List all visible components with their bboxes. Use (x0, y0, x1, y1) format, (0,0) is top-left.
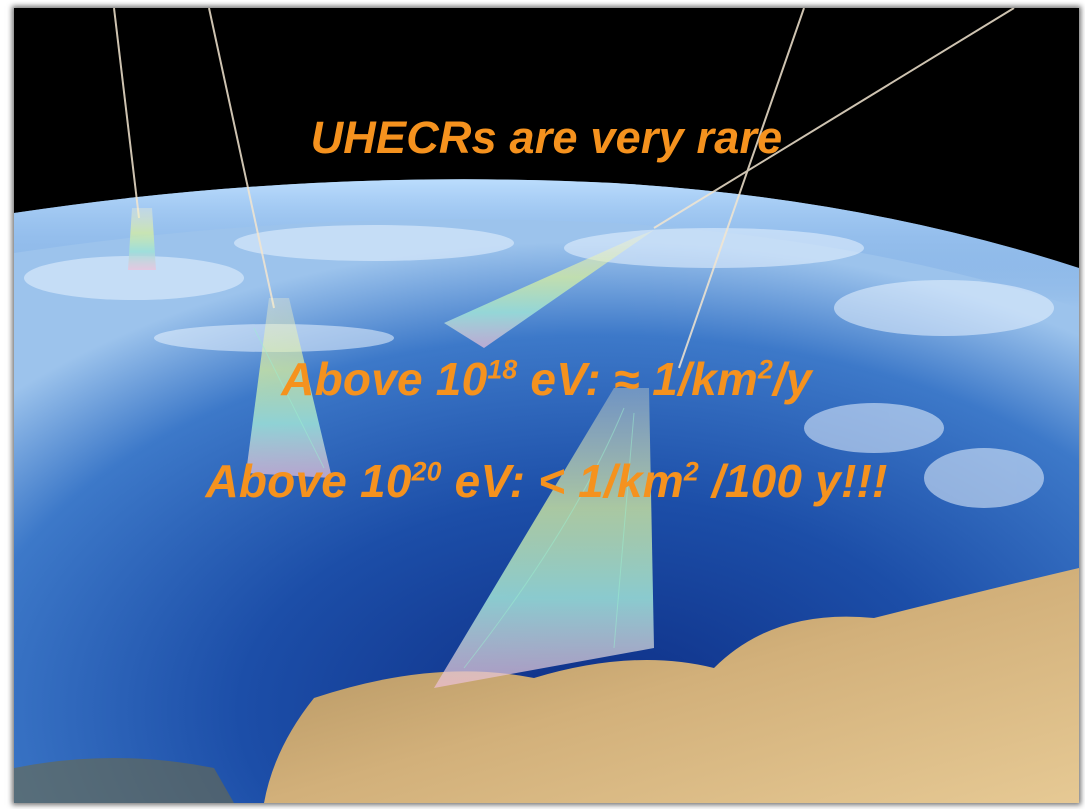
rate-2-mid: eV: < 1/km (441, 455, 684, 507)
slide-frame: UHECRs are very rare Above 1018 eV: ≈ 1/… (14, 8, 1079, 803)
rate-1-suffix: /y (773, 353, 812, 405)
slide-title: UHECRs are very rare (14, 112, 1079, 164)
rate-1-area-exponent: 2 (757, 354, 773, 385)
title-text: UHECRs are very rare (310, 112, 783, 163)
rate-2-suffix: /100 y!!! (698, 455, 888, 507)
rate-1-mid: eV: ≈ 1/km (517, 353, 758, 405)
rate-line-1e20: Above 1020 eV: < 1/km2 /100 y!!! (14, 454, 1079, 508)
rate-2-prefix: Above 10 (205, 455, 412, 507)
rate-2-energy-exponent: 20 (411, 456, 442, 487)
earth-air-shower-illustration (14, 8, 1079, 803)
rate-2-area-exponent: 2 (683, 456, 699, 487)
rate-1-energy-exponent: 18 (487, 354, 518, 385)
rate-line-1e18: Above 1018 eV: ≈ 1/km2/y (14, 352, 1079, 406)
rate-1-prefix: Above 10 (281, 353, 488, 405)
